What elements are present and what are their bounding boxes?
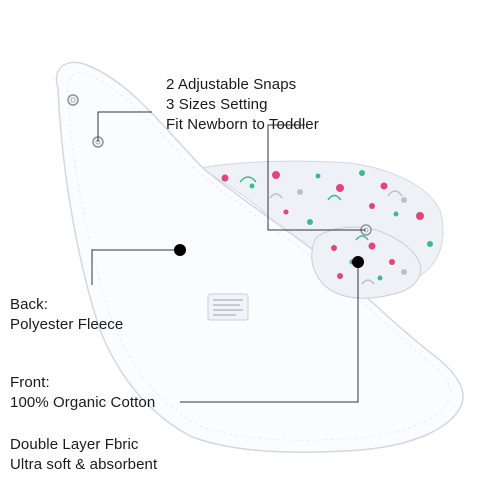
care-label (207, 293, 249, 321)
back-heading: Back: (10, 296, 49, 313)
callout-back (91, 244, 186, 285)
fabric-feature-text: Double Layer Fbric Ultra soft & absorben… (10, 435, 157, 475)
front-material: 100% Organic Cotton (10, 394, 156, 411)
callout-dot-icon (174, 244, 186, 256)
bib-back-panel (55, 61, 464, 453)
callout-dot-icon (352, 256, 364, 268)
bib-stitching (67, 72, 452, 441)
fabric-line-1: Double Layer Fbric (10, 436, 139, 453)
floral-pattern (221, 170, 433, 247)
snaps-line-1: 2 Adjustable Snaps (166, 76, 297, 93)
snaps-line-2: 3 Sizes Setting (166, 96, 268, 113)
callout-front (180, 256, 364, 403)
callout-snaps (97, 111, 366, 231)
front-material-text: Front: 100% Organic Cotton (10, 373, 155, 413)
back-material: Polyester Fleece (10, 316, 124, 333)
snaps-line-3: Fit Newborn to Toddler (166, 116, 319, 133)
front-heading: Front: (10, 374, 50, 391)
back-material-text: Back: Polyester Fleece (10, 295, 123, 335)
fabric-line-2: Ultra soft & absorbent (10, 456, 158, 473)
snap-button-icon (67, 94, 79, 106)
snaps-feature-text: 2 Adjustable Snaps 3 Sizes Setting Fit N… (166, 75, 319, 135)
floral-fold-flap (311, 226, 422, 299)
